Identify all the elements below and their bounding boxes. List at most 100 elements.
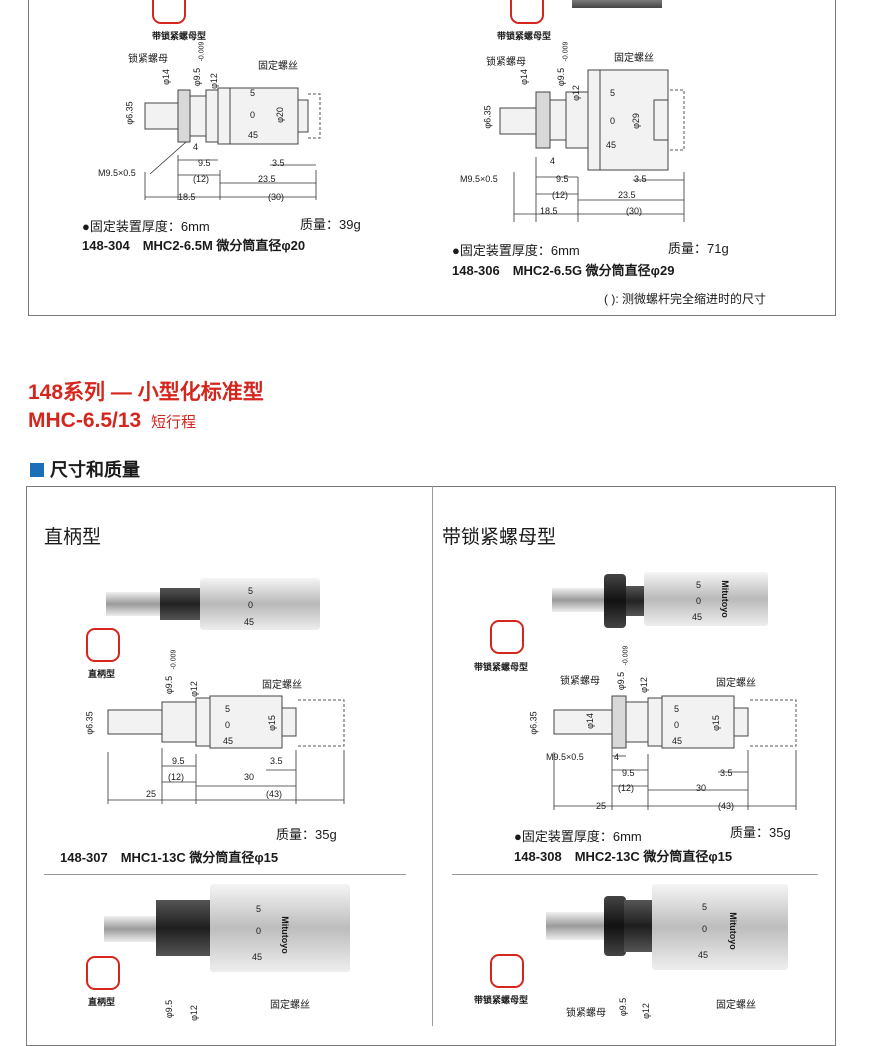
lock-nut-label: 锁紧螺母: [560, 676, 600, 687]
badge-label: 带锁紧螺母型: [152, 31, 207, 41]
dim-phi12: φ12: [188, 681, 199, 697]
straight-shank-icon: [86, 956, 120, 990]
product-photo-sleeve: [156, 900, 212, 956]
lock-nut-type-icon: [490, 954, 524, 988]
fixed-screw-label: 固定螺丝: [258, 61, 298, 72]
mount-thickness: ●固定装置厚度：6mm: [514, 829, 642, 844]
dim-9-5: 9.5: [622, 768, 635, 778]
micrometer-drawing-148-307: [107, 695, 345, 804]
model-line: 148-306 MHC2-6.5G 微分筒直径φ29: [452, 263, 675, 278]
photo-mark-45: 45: [698, 950, 709, 960]
dim-12: (12): [193, 174, 210, 184]
dim-9-5: 9.5: [556, 174, 569, 184]
series-title: 148系列 — 小型化标准型: [28, 381, 264, 404]
scale-mark-45: 45: [672, 736, 683, 746]
dim-phi6-35: φ6.35: [482, 105, 493, 129]
dim-phi20: φ20: [274, 107, 285, 123]
dim-phi12: φ12: [570, 85, 581, 101]
weight: 质量：35g: [730, 825, 791, 840]
dim-12: (12): [618, 783, 635, 793]
dim-18-5: 18.5: [178, 192, 196, 202]
dim-phi12: φ12: [188, 1005, 199, 1021]
series-model-text: MHC-6.5/13: [28, 409, 142, 432]
lock-nut-label: 锁紧螺母: [128, 54, 168, 65]
mount-thickness: ●固定装置厚度：6mm: [452, 243, 580, 258]
series-model: MHC-6.5/13 短行程: [28, 409, 196, 433]
fixed-screw-label: 固定螺丝: [716, 1000, 756, 1011]
product-photo-thimble: [210, 884, 350, 972]
scale-mark-5: 5: [610, 88, 616, 98]
row-divider-left: [44, 874, 406, 875]
photo-mark-45: 45: [692, 612, 703, 622]
dim-phi9-5: φ9.5: [164, 999, 175, 1019]
scale-mark-45: 45: [223, 736, 234, 746]
dim-phi14: φ14: [518, 69, 529, 85]
footnote: ( ): 测微螺杆完全缩进时的尺寸: [604, 292, 766, 306]
product-photo-locknut: [604, 574, 626, 628]
lock-nut-label: 锁紧螺母: [566, 1008, 606, 1019]
brand-logo: Mitutoyo: [727, 912, 738, 950]
scale-mark-0: 0: [610, 116, 616, 126]
badge-label: 带锁紧螺母型: [474, 995, 529, 1005]
section-heading-text: 尺寸和质量: [50, 460, 140, 480]
dim-phi12: φ12: [640, 1003, 651, 1019]
dim-phi12: φ12: [208, 73, 219, 89]
dim-30: (30): [626, 206, 643, 216]
product-photo-sleeve: [624, 900, 654, 952]
dim-thread: M9.5×0.5: [98, 168, 136, 178]
dim-phi9-5: φ9.5: [616, 671, 627, 691]
dim-18-5: 18.5: [540, 206, 558, 216]
product-photo-spindle: [546, 912, 608, 940]
scale-mark-0: 0: [674, 720, 680, 730]
lock-nut-type-icon: [510, 0, 544, 24]
product-photo-spindle: [104, 916, 160, 942]
micrometer-drawing-148-306: [499, 69, 685, 222]
lock-nut-type-icon: [490, 620, 524, 654]
row-divider-right: [452, 874, 818, 875]
weight: 质量：35g: [276, 827, 337, 842]
type-title: 直柄型: [44, 527, 102, 548]
dim-phi15: φ15: [710, 715, 721, 731]
dim-phi9-5: φ9.5: [164, 675, 175, 695]
scale-mark-5: 5: [674, 704, 680, 714]
dim-tol: -0.009: [198, 41, 206, 62]
product-photo-locknut: [604, 896, 626, 956]
section-square-icon: [30, 463, 44, 477]
type-title: 带锁紧螺母型: [442, 527, 557, 548]
photo-mark-45: 45: [252, 952, 263, 962]
dim-phi14: φ14: [584, 713, 595, 729]
dim-43: (43): [718, 801, 735, 811]
photo-mark-0: 0: [702, 924, 708, 934]
dim-12: (12): [552, 190, 569, 200]
dim-25: 25: [146, 789, 157, 799]
weight: 质量：39g: [300, 217, 361, 232]
product-photo: [572, 0, 662, 8]
product-photo-thimble: [652, 884, 788, 970]
photo-mark-5: 5: [256, 904, 262, 914]
photo-mark-0: 0: [696, 596, 702, 606]
dim-12: (12): [168, 772, 185, 782]
product-photo-thimble: [644, 572, 768, 626]
column-divider: [432, 486, 433, 1026]
dim-phi6-35: φ6.35: [84, 711, 95, 735]
photo-mark-5: 5: [248, 586, 254, 596]
dim-23-5: 23.5: [618, 190, 636, 200]
product-photo-spindle: [106, 592, 162, 616]
dim-9-5: 9.5: [172, 756, 185, 766]
dim-phi12: φ12: [638, 677, 649, 693]
dim-tol: -0.009: [562, 41, 570, 62]
badge-label: 直柄型: [88, 997, 116, 1007]
photo-mark-5: 5: [702, 902, 708, 912]
dim-43: (43): [266, 789, 283, 799]
model-line: 148-307 MHC1-13C 微分筒直径φ15: [60, 850, 279, 865]
badge-label: 带锁紧螺母型: [497, 31, 552, 41]
dim-4: 4: [193, 142, 199, 152]
dim-phi9-5: φ9.5: [618, 997, 629, 1017]
dim-4: 4: [614, 752, 620, 762]
dim-9-5: 9.5: [198, 158, 211, 168]
dim-phi29: φ29: [630, 113, 641, 129]
scale-mark-0: 0: [225, 720, 231, 730]
photo-mark-5: 5: [696, 580, 702, 590]
product-photo-sleeve: [160, 588, 202, 620]
dim-30: (30): [268, 192, 285, 202]
